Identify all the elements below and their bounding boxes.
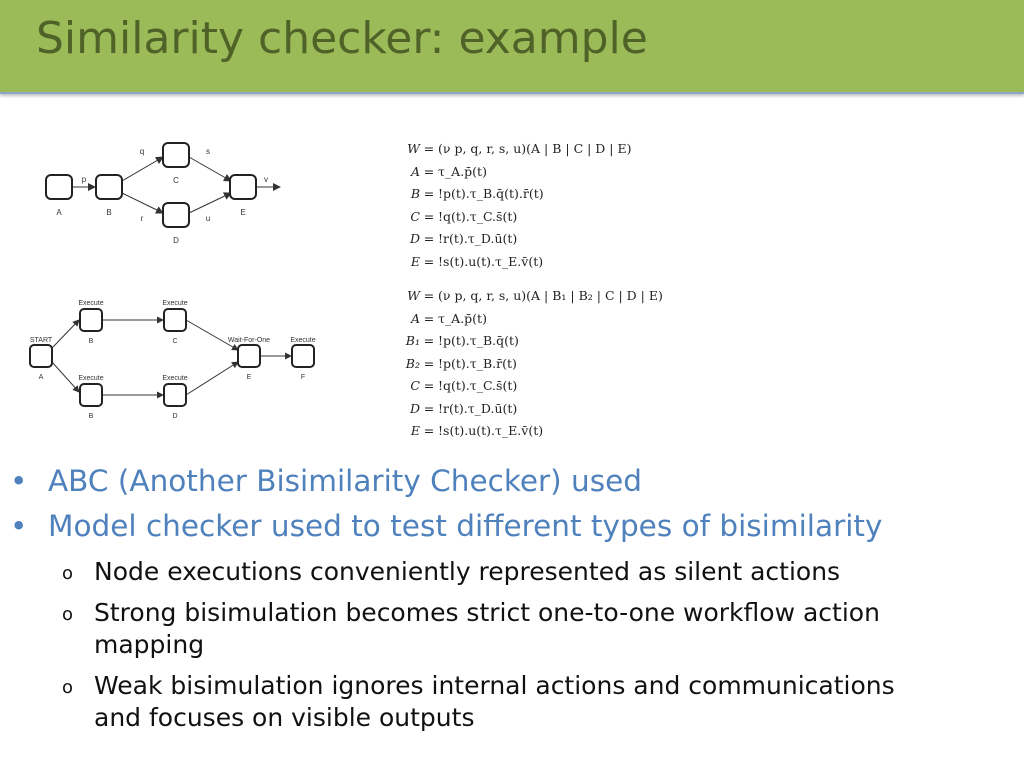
bullet-item: • ABC (Another Bisimilarity Checker) use…: [10, 464, 642, 498]
node-label: D: [173, 236, 179, 245]
equations-panel: W=(ν p, q, r, s, u)(A | B | C | D | E) A…: [380, 138, 700, 443]
edge-label: s: [206, 147, 210, 156]
sub-bullet-item: o Strong bisimulation becomes strict one…: [62, 597, 880, 661]
node-box: [95, 174, 123, 200]
node-box: [45, 174, 73, 200]
node-label: A: [56, 208, 62, 217]
sub-bullet-item: o Weak bisimulation ignores internal act…: [62, 670, 895, 734]
node-box: [29, 344, 53, 368]
node-label: C: [173, 176, 179, 185]
sub-bullet-text-continued: mapping: [94, 630, 205, 659]
node-title: Execute: [290, 337, 315, 344]
equation-row: D=!r(t).τ_D.ū(t): [409, 231, 518, 246]
edge-label: q: [140, 147, 144, 156]
node-box: [237, 344, 261, 368]
equation-row: B₂=!p(t).τ_B.r̄(t): [405, 355, 517, 371]
node-box: [229, 174, 257, 200]
edge-label: u: [206, 214, 210, 223]
edge-label: p: [82, 175, 87, 184]
sub-bullet-marker: o: [62, 563, 74, 584]
node-title: Execute: [162, 300, 187, 307]
node-box: [163, 308, 187, 332]
equation-row: D=!r(t).τ_D.ū(t): [409, 400, 518, 416]
sub-bullet-item: o Node executions conveniently represent…: [62, 556, 841, 588]
slide-title: Similarity checker: example: [36, 13, 648, 64]
equation-row: B₁=!p(t).τ_B.q̄(t): [405, 333, 519, 348]
node-box: [291, 344, 315, 368]
node-title: Wait-For-One: [228, 337, 270, 344]
node-title: Execute: [162, 375, 187, 382]
equation-row: C=!q(t).τ_C.s̄(t): [410, 378, 518, 393]
node-label: A: [39, 374, 44, 381]
sub-bullet-marker: o: [62, 604, 74, 625]
node-label: D: [172, 413, 177, 420]
node-label: E: [240, 208, 245, 217]
node-label: B: [89, 338, 94, 345]
node-title: START: [30, 337, 53, 344]
equation-row: C=!q(t).τ_C.s̄(t): [410, 208, 518, 224]
sub-bullet-text: Weak bisimulation ignores internal actio…: [94, 671, 895, 700]
node-label: F: [301, 374, 305, 381]
edge-label: v: [264, 175, 268, 184]
node-label: C: [172, 338, 177, 345]
equation-row: A=τ_A.p̄(t): [410, 310, 487, 326]
equation-row: E=!s(t).u(t).τ_E.v̄(t): [410, 423, 544, 438]
node-label: B: [89, 413, 94, 420]
edge-label: r: [141, 214, 144, 223]
node-box: [162, 202, 190, 228]
bullet-marker: •: [10, 509, 28, 543]
equation-block-2: W=(ν p, q, r, s, u)(A | B₁ | B₂ | C | D …: [380, 285, 700, 443]
equation-row: B=!p(t).τ_B.q̄(t).r̄(t): [410, 186, 544, 201]
equation-row: W=(ν p, q, r, s, u)(A | B | C | D | E): [407, 141, 632, 156]
sub-bullet-text-continued: and focuses on visible outputs: [94, 703, 475, 732]
node-title: Execute: [78, 300, 103, 307]
sub-bullet-text: Strong bisimulation becomes strict one-t…: [94, 598, 880, 627]
workflow-diagram-bottom: START Execute Execute Execute Execute Wa…: [26, 292, 326, 424]
title-bar: Similarity checker: example: [0, 0, 1024, 94]
bullet-text: ABC (Another Bisimilarity Checker) used: [48, 464, 642, 498]
node-box: [79, 383, 103, 407]
node-label: B: [106, 208, 111, 217]
node-label: E: [247, 374, 252, 381]
node-box: [79, 308, 103, 332]
sub-bullet-text: Node executions conveniently represented…: [94, 557, 841, 586]
node-title: Execute: [78, 375, 103, 382]
bullet-text: Model checker used to test different typ…: [48, 509, 883, 543]
node-box: [162, 142, 190, 168]
equation-row: W=(ν p, q, r, s, u)(A | B₁ | B₂ | C | D …: [407, 288, 663, 303]
bullet-marker: •: [10, 464, 28, 498]
bullet-item: • Model checker used to test different t…: [10, 509, 883, 543]
equation-row: A=τ_A.p̄(t): [410, 163, 487, 179]
equation-row: E=!s(t).u(t).τ_E.v̄(t): [410, 253, 544, 269]
node-box: [163, 383, 187, 407]
sub-bullet-marker: o: [62, 677, 74, 698]
equation-block-1: W=(ν p, q, r, s, u)(A | B | C | D | E) A…: [380, 138, 700, 273]
workflow-diagram-top: A B C D E p q r s u v: [34, 140, 294, 252]
